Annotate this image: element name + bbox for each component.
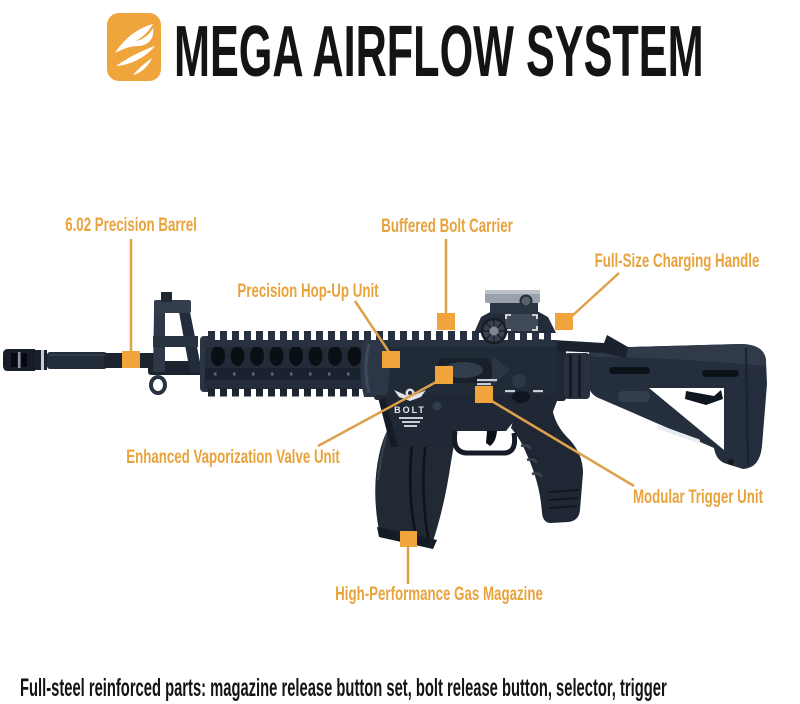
callout-label-hop-up-unit: Precision Hop-Up Unit bbox=[237, 281, 379, 302]
front-sight bbox=[148, 292, 206, 395]
marker-vaporization-valve bbox=[435, 366, 453, 384]
trigger bbox=[486, 431, 497, 446]
callout-label-charging-handle: Full-Size Charging Handle bbox=[594, 251, 760, 272]
callout-label-vaporization-valve: Enhanced Vaporization Valve Unit bbox=[126, 447, 340, 468]
selector-lever bbox=[512, 391, 530, 403]
delta-ring bbox=[360, 340, 390, 397]
page-title: MEGA AIRFLOW SYSTEM bbox=[174, 12, 704, 92]
line-vaporization-valve bbox=[317, 379, 439, 448]
pistol-grip bbox=[511, 412, 583, 523]
callout-label-precision-barrel: 6.02 Precision Barrel bbox=[65, 215, 197, 236]
mag-release-button bbox=[432, 401, 442, 411]
charging-handle-latch bbox=[536, 335, 628, 358]
handguard-vents bbox=[211, 346, 362, 366]
flash-hider bbox=[3, 349, 47, 371]
marker-trigger-unit bbox=[475, 386, 493, 403]
trigger-guard bbox=[452, 430, 518, 456]
callout-label-trigger-unit: Modular Trigger Unit bbox=[632, 487, 764, 508]
footnote-text: Full-steel reinforced parts: magazine re… bbox=[20, 674, 667, 702]
receiver-marking: BOLT bbox=[394, 405, 426, 415]
handguard bbox=[200, 336, 375, 397]
callout-label-gas-magazine: High-Performance Gas Magazine bbox=[335, 584, 543, 605]
line-trigger-unit bbox=[489, 398, 635, 488]
marker-hop-up-unit bbox=[382, 351, 400, 368]
marker-gas-magazine bbox=[400, 531, 417, 547]
buffer-tube bbox=[552, 349, 590, 401]
marker-precision-barrel bbox=[122, 351, 140, 368]
marker-charging-handle bbox=[555, 313, 573, 330]
line-hop-up-unit bbox=[353, 300, 391, 353]
barrel bbox=[47, 352, 159, 369]
part-markers bbox=[122, 313, 573, 547]
upper-receiver bbox=[374, 346, 557, 400]
marker-bolt-carrier bbox=[437, 313, 455, 330]
brand-logo bbox=[107, 13, 161, 81]
swirl-icon bbox=[115, 24, 155, 75]
line-charging-handle bbox=[571, 272, 620, 317]
stock bbox=[588, 344, 767, 469]
rear-sight bbox=[474, 290, 556, 345]
callout-lines bbox=[129, 239, 635, 584]
callout-label-bolt-carrier: Buffered Bolt Carrier bbox=[381, 216, 513, 237]
